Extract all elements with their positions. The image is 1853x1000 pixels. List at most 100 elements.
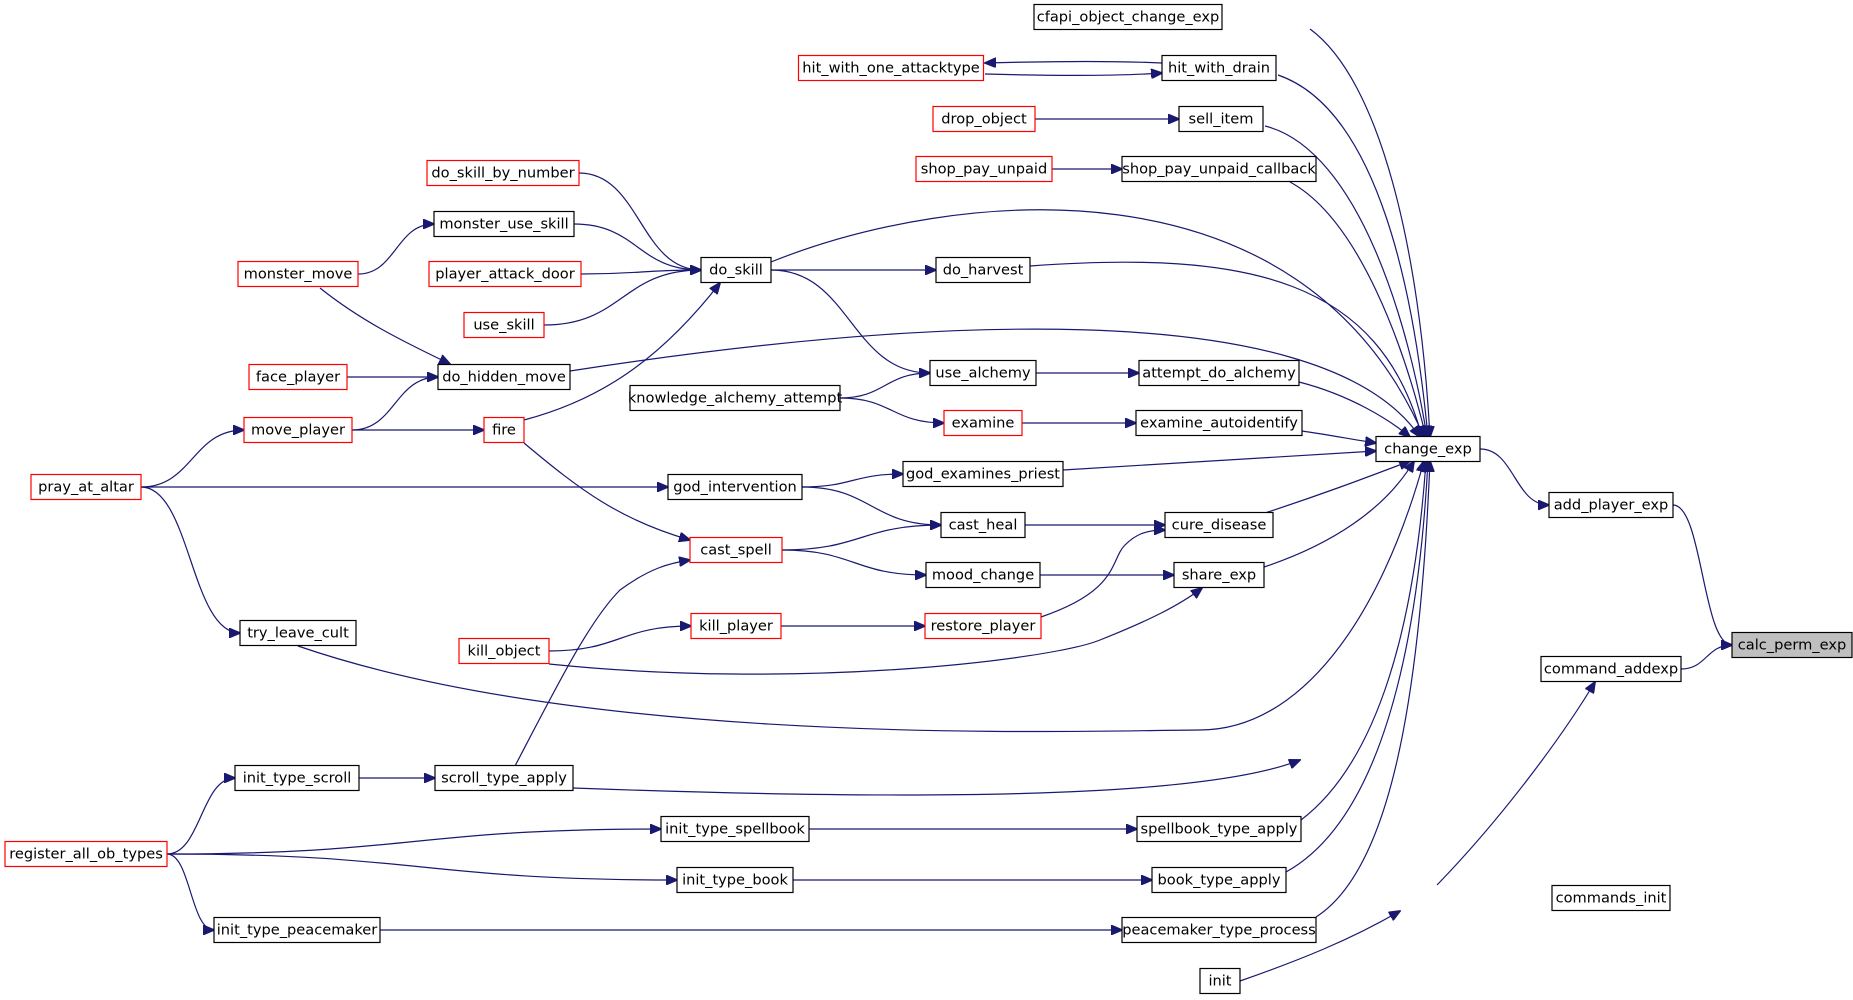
node-cast_spell[interactable]: cast_spell	[689, 536, 783, 564]
node-box	[426, 159, 580, 187]
node-init_type_scroll[interactable]: init_type_scroll	[234, 764, 360, 792]
node-commands_init[interactable]: commands_init	[1551, 884, 1671, 912]
node-hit_with_drain[interactable]: hit_with_drain	[1161, 54, 1277, 82]
node-label: cast_spell	[700, 542, 772, 559]
edge-path	[1309, 28, 1430, 437]
node-god_examines_priest[interactable]: god_examines_priest	[902, 460, 1064, 488]
edge-path	[1479, 448, 1549, 505]
edge-knowledge_alchemy_attempt-to-use_alchemy	[839, 373, 930, 399]
node-player_attack_door[interactable]: player_attack_door	[428, 260, 582, 288]
edge-share_exp-to-change_exp	[1263, 461, 1414, 568]
node-box	[1161, 54, 1277, 82]
node-restore_player[interactable]: restore_player	[924, 612, 1042, 640]
edge-kill_object-to-share_exp	[548, 588, 1202, 675]
node-share_exp[interactable]: share_exp	[1173, 561, 1265, 589]
node-do_skill_by_number[interactable]: do_skill_by_number	[426, 159, 580, 187]
node-label: examine	[952, 415, 1015, 432]
node-monster_use_skill[interactable]: monster_use_skill	[433, 210, 575, 238]
node-examine_autoidentify[interactable]: examine_autoidentify	[1135, 409, 1303, 437]
node-face_player[interactable]: face_player	[248, 363, 348, 391]
edge-path	[839, 397, 944, 423]
node-label: book_type_apply	[1158, 872, 1281, 889]
node-fire[interactable]: fire	[483, 416, 525, 444]
edge-path	[1239, 911, 1400, 982]
node-layer: cfapi_object_change_exp hit_with_one_atta…	[4, 3, 1853, 995]
node-drop_object[interactable]: drop_object	[932, 105, 1036, 133]
node-change_exp[interactable]: change_exp	[1375, 435, 1481, 463]
node-box	[915, 155, 1053, 183]
node-label: do_skill_by_number	[431, 165, 574, 182]
node-box	[1548, 491, 1674, 519]
node-do_skill[interactable]: do_skill	[700, 256, 772, 284]
node-spellbook_type_apply[interactable]: spellbook_type_apply	[1136, 815, 1302, 843]
node-init_type_spellbook[interactable]: init_type_spellbook	[660, 815, 810, 843]
edge-path	[140, 430, 244, 488]
edge-cfapi_object_change_exp-to-change_exp	[1309, 28, 1430, 437]
node-scroll_type_apply[interactable]: scroll_type_apply	[434, 764, 574, 792]
node-mood_change[interactable]: mood_change	[925, 561, 1041, 589]
node-kill_object[interactable]: kill_object	[458, 637, 550, 665]
node-peacemaker_type_process[interactable]: peacemaker_type_process	[1121, 916, 1317, 944]
edge-path	[573, 223, 701, 270]
node-examine[interactable]: examine	[943, 409, 1023, 437]
node-attempt_do_alchemy[interactable]: attempt_do_alchemy	[1138, 359, 1300, 387]
node-label: scroll_type_apply	[441, 770, 567, 787]
node-god_intervention[interactable]: god_intervention	[667, 473, 803, 501]
node-book_type_apply[interactable]: book_type_apply	[1151, 866, 1287, 894]
node-box	[1121, 155, 1317, 183]
node-shop_pay_unpaid_callback[interactable]: shop_pay_unpaid_callback	[1121, 155, 1317, 183]
node-box	[437, 363, 571, 391]
edge-use_skill-to-do_skill	[543, 270, 701, 326]
node-init_type_peacemaker[interactable]: init_type_peacemaker	[213, 916, 381, 944]
node-box	[234, 764, 360, 792]
node-do_harvest[interactable]: do_harvest	[935, 256, 1031, 284]
node-label: attempt_do_alchemy	[1142, 365, 1296, 382]
node-try_leave_cult[interactable]: try_leave_cult	[239, 619, 357, 647]
edge-path	[781, 549, 926, 575]
node-kill_player[interactable]: kill_player	[690, 612, 782, 640]
node-pray_at_altar[interactable]: pray_at_altar	[30, 473, 142, 501]
node-cfapi_object_change_exp[interactable]: cfapi_object_change_exp	[1033, 3, 1223, 31]
node-box	[1173, 561, 1265, 589]
node-label: hit_with_drain	[1168, 60, 1270, 77]
node-label: player_attack_door	[435, 266, 574, 283]
edge-path	[1029, 261, 1422, 437]
node-init[interactable]: init	[1199, 967, 1241, 995]
node-do_hidden_move[interactable]: do_hidden_move	[437, 363, 571, 391]
node-cure_disease[interactable]: cure_disease	[1164, 511, 1274, 539]
node-label: hit_with_one_attacktype	[802, 60, 979, 77]
node-use_alchemy[interactable]: use_alchemy	[929, 359, 1037, 387]
edge-path	[578, 172, 701, 270]
node-hit_with_one_attacktype[interactable]: hit_with_one_attacktype	[797, 54, 985, 82]
node-monster_move[interactable]: monster_move	[237, 260, 359, 288]
node-label: init	[1208, 973, 1231, 990]
node-calc_perm_exp[interactable]: calc_perm_exp	[1731, 631, 1853, 659]
edge-register_all_ob_types-to-init_type_spellbook	[166, 829, 661, 855]
node-box	[248, 363, 348, 391]
node-box	[1138, 359, 1300, 387]
edge-pray_at_altar-to-try_leave_cult	[140, 486, 240, 633]
node-box	[434, 764, 574, 792]
node-add_player_exp[interactable]: add_player_exp	[1548, 491, 1674, 519]
node-label: share_exp	[1182, 567, 1256, 584]
node-command_addexp[interactable]: command_addexp	[1540, 655, 1682, 683]
edge-do_skill-to-use_alchemy	[770, 269, 930, 373]
node-box	[1178, 105, 1264, 133]
node-move_player[interactable]: move_player	[243, 416, 353, 444]
node-init_type_book[interactable]: init_type_book	[676, 866, 794, 894]
edge-book_type_apply-to-change_exp	[1285, 461, 1428, 873]
edge-path	[839, 373, 930, 399]
node-register_all_ob_types[interactable]: register_all_ob_types	[4, 840, 168, 868]
node-knowledge_alchemy_attempt[interactable]: knowledge_alchemy_attempt	[628, 384, 843, 412]
node-box	[1540, 655, 1682, 683]
node-label: monster_move	[244, 266, 353, 283]
node-shop_pay_unpaid[interactable]: shop_pay_unpaid	[915, 155, 1053, 183]
edge-path	[166, 778, 235, 855]
node-box	[1151, 866, 1287, 894]
node-cast_heal[interactable]: cast_heal	[940, 511, 1026, 539]
edge-path	[801, 474, 903, 488]
edge-player_attack_door-to-do_skill	[580, 270, 701, 274]
node-label: init_type_spellbook	[665, 821, 805, 838]
node-sell_item[interactable]: sell_item	[1178, 105, 1264, 133]
node-use_skill[interactable]: use_skill	[463, 311, 545, 339]
